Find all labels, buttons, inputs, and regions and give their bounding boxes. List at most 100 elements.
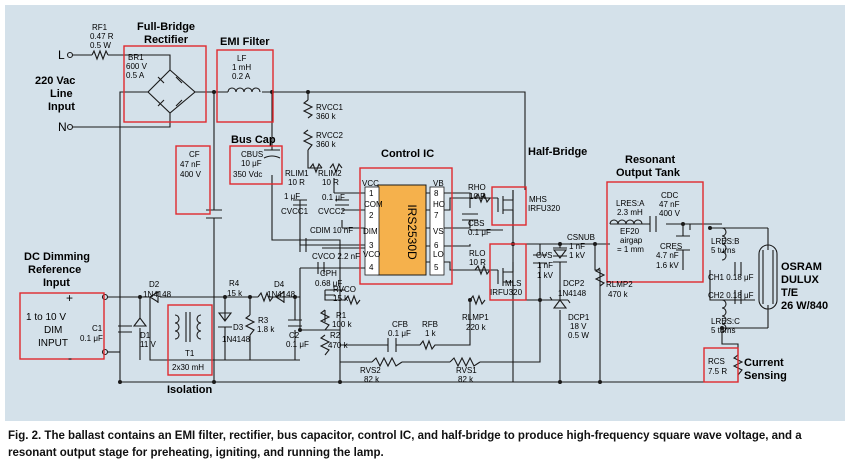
lresc-name: LRES:C	[711, 317, 740, 326]
rvs1-value: 82 k	[458, 375, 474, 384]
pin-vcc: VCC	[362, 179, 379, 188]
label-n: N	[58, 120, 67, 134]
ch2-label: CH2 0.18 μF	[708, 291, 754, 300]
cres-value: 4.7 nF	[656, 251, 679, 260]
rfb-value: 1 k	[425, 329, 437, 338]
rlo-resistor	[474, 264, 491, 276]
rlim1-name: RLIM1	[285, 169, 309, 178]
d1-zener	[132, 317, 148, 327]
dcp2-name: DCP2	[563, 279, 585, 288]
dcp1-power: 0.5 W	[568, 331, 589, 340]
cvcc2-name: CVCC2	[318, 207, 346, 216]
rvs2-value: 82 k	[364, 375, 380, 384]
rfb-name: RFB	[422, 320, 438, 329]
br1-amp: 0.5 A	[126, 71, 145, 80]
cdim-capacitor	[299, 238, 307, 252]
cdim-label: CDIM 10 nF	[310, 226, 353, 235]
cfb-name: CFB	[392, 320, 408, 329]
dim-in-2: DIM	[44, 325, 62, 336]
fb-title-2: Rectifier	[144, 34, 189, 46]
lamp-4: 26 W/840	[781, 300, 828, 312]
dc-title-3: Input	[43, 277, 70, 289]
component-symbols	[66, 49, 778, 376]
rlmp1-resistor	[469, 294, 486, 306]
t1-transformer	[174, 312, 202, 342]
pin-6: 6	[434, 241, 439, 250]
r1-resistor	[319, 309, 331, 331]
d2-part: 1N4148	[143, 290, 172, 299]
rvcc1-name: RVCC1	[316, 103, 344, 112]
rvcc1-value: 360 k	[316, 112, 337, 121]
d1-name: D1	[140, 331, 151, 340]
rcs-name: RCS	[708, 357, 725, 366]
dim-plus-terminal	[101, 293, 109, 301]
r2-value: 470 k	[328, 341, 349, 350]
lf-value: 1 mH	[232, 63, 251, 72]
t1-value: 2x30 mH	[172, 363, 204, 372]
mls-box	[489, 243, 527, 301]
mhs-mosfet	[497, 190, 514, 230]
rvs2-resistor	[371, 356, 403, 368]
csnub-capacitor	[553, 247, 567, 257]
d2-diode	[148, 291, 159, 303]
pin-vs: VS	[433, 227, 444, 236]
cf-box	[175, 145, 211, 215]
cf-name: CF	[189, 150, 200, 159]
cvcc2-capacitor	[335, 199, 349, 206]
cph-name: CPH	[320, 269, 337, 278]
figure-caption: Fig. 2. The ballast contains an EMI filt…	[8, 430, 802, 459]
c1-capacitor	[118, 325, 132, 333]
cvs-value: 1 nF	[537, 261, 553, 270]
d4-part: 1N4148	[267, 290, 296, 299]
pin-1: 1	[369, 189, 374, 198]
minus-sign: -	[68, 351, 72, 365]
pin-3: 3	[369, 241, 374, 250]
lf-amp: 0.2 A	[232, 72, 251, 81]
c1-name: C1	[92, 324, 103, 333]
schematic-panel: L N 220 Vac Line Input RF1 0.47 R 0.5 W …	[5, 5, 845, 421]
pin-dim: DIM	[363, 227, 378, 236]
cvco-capacitor	[317, 262, 325, 274]
cf-capacitor	[206, 209, 222, 219]
d4-name: D4	[274, 280, 285, 289]
lresb-turns: 5 turns	[711, 246, 735, 255]
mhs-name: MHS	[529, 195, 547, 204]
t1-name: T1	[185, 349, 195, 358]
rf1-value: 0.47 R	[90, 32, 114, 41]
c2-capacitor	[288, 319, 302, 327]
cvcc1-capacitor	[293, 199, 307, 206]
lres-name: LRES:A	[616, 199, 645, 208]
line-input-3: Input	[48, 101, 75, 113]
bus-cap-box	[229, 145, 283, 185]
highlight-boxes	[19, 45, 739, 383]
lf-name: LF	[237, 54, 246, 63]
rvcc2-resistor	[302, 129, 314, 151]
br1-name: BR1	[128, 53, 144, 62]
pin-4: 4	[369, 263, 374, 272]
rvcc2-name: RVCC2	[316, 131, 344, 140]
cfb-capacitor	[387, 338, 397, 352]
rlim2-resistor	[329, 162, 343, 174]
rvcc2-value: 360 k	[316, 140, 337, 149]
cvs-volt: 1 kV	[537, 271, 554, 280]
dcp1-name: DCP1	[568, 313, 590, 322]
dim-in-1: 1 to 10 V	[26, 312, 66, 323]
lresc-turns: 5 turns	[711, 326, 735, 335]
rlmp1-name: RLMP1	[462, 313, 489, 322]
r3-value: 1.8 k	[257, 325, 275, 334]
cfb-value: 0.1 μF	[388, 329, 411, 338]
lres-value: 2.3 mH	[617, 208, 643, 217]
lres-core: EF20	[620, 227, 640, 236]
control-ic-body	[377, 184, 427, 276]
pin-ho: HO	[433, 200, 445, 209]
pin-8: 8	[434, 189, 439, 198]
hb-title: Half-Bridge	[528, 146, 587, 158]
line-input-1: 220 Vac	[35, 75, 75, 87]
r3-name: R3	[258, 316, 269, 325]
cbus-capacitor	[263, 149, 281, 159]
n-terminal	[66, 123, 74, 131]
cbus-volt: 350 Vdc	[233, 170, 262, 179]
rf1-name: RF1	[92, 23, 108, 32]
rho-resistor	[474, 192, 491, 204]
